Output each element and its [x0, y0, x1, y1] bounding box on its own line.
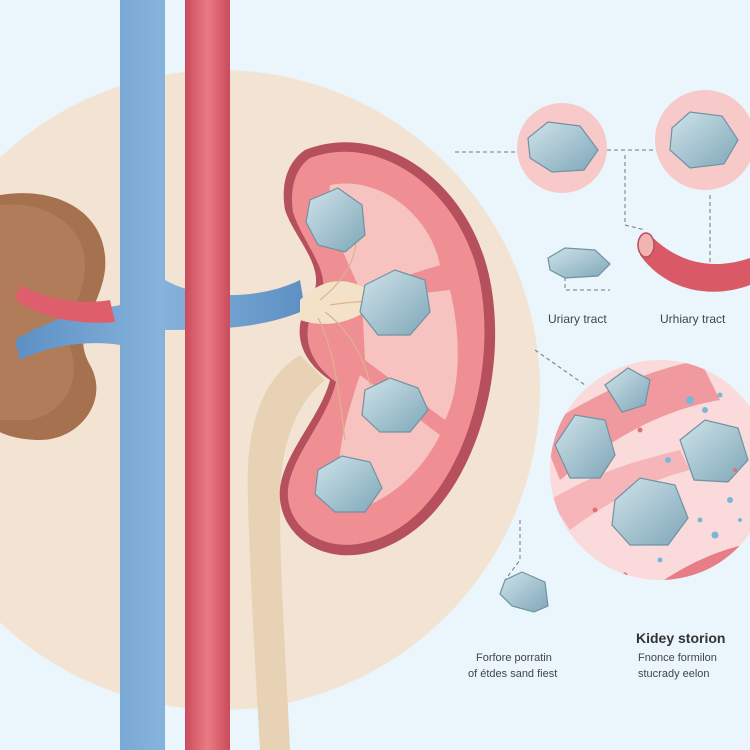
renal-artery: [185, 0, 230, 750]
detail-stone-3: [679, 419, 749, 483]
urinary-tract-opening: [637, 232, 655, 258]
inset-stone-left: [527, 121, 599, 173]
urinary-tract-tube: [640, 235, 750, 292]
stone-2: [359, 269, 431, 336]
ureter: [247, 355, 325, 750]
inset-stone-right: [669, 111, 739, 169]
label-urinary-tract-left: Uriary tract: [548, 312, 607, 326]
loose-stone-bottom: [499, 571, 549, 613]
kidney-stones: [305, 187, 431, 513]
label-kidney-stone-title: Kidey storion: [636, 630, 726, 646]
detail-stone-4: [611, 477, 689, 546]
label-urinary-tract-right: Urhiary tract: [660, 312, 726, 326]
loose-stone-middle: [547, 247, 611, 279]
renal-vein: [15, 0, 305, 750]
label-subtitle-line-1: Fnonce formilon: [638, 652, 717, 664]
label-subtitle-line-2: stucrady eelon: [638, 668, 710, 680]
tissue-band-2: [550, 450, 690, 530]
detail-stone-2: [604, 367, 651, 413]
label-formation-line-1: Forfore porratin: [476, 652, 552, 664]
stone-4: [314, 455, 383, 513]
stone-1: [305, 187, 366, 253]
label-formation-line-2: of étdes sand fiest: [468, 668, 558, 680]
stone-3: [361, 377, 429, 433]
renal-pelvis: [300, 281, 380, 324]
artery-branch: [15, 285, 115, 323]
detail-stone-1: [554, 414, 616, 479]
detail-crystals: [657, 392, 742, 563]
